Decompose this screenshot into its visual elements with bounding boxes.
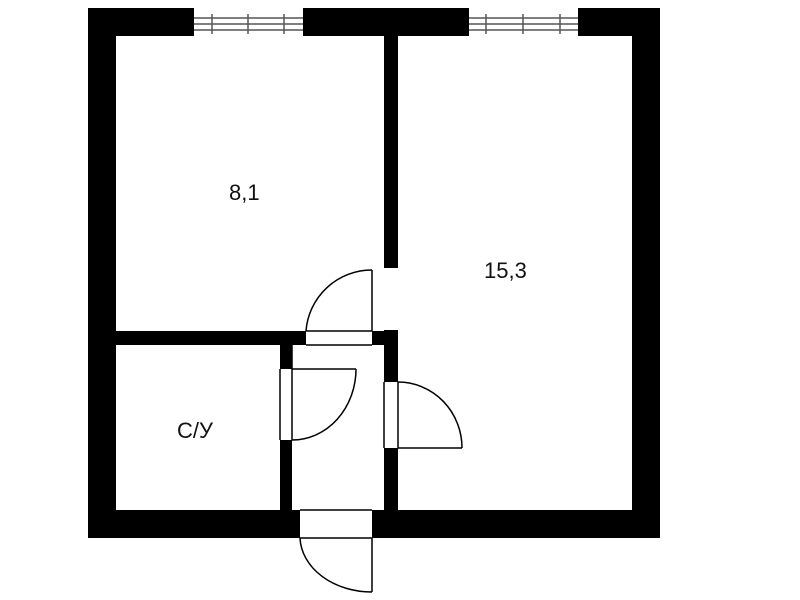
wall-horizontal-right — [372, 331, 386, 345]
wall-center-bottom — [384, 448, 398, 510]
room-label-left: 8,1 — [229, 180, 260, 205]
windows — [194, 14, 578, 34]
outer-walls — [88, 8, 660, 538]
wall-left — [88, 8, 116, 538]
interior-walls — [116, 36, 398, 510]
wall-center-lower — [384, 330, 398, 382]
wall-right — [632, 8, 660, 538]
room-label-bathroom: С/У — [177, 418, 213, 443]
wall-bathroom-upper — [280, 345, 292, 369]
room-label-right: 15,3 — [484, 258, 527, 283]
wall-horizontal-left — [116, 331, 306, 345]
wall-bottom-left — [88, 510, 300, 538]
window-right — [469, 14, 578, 34]
door-left-room — [305, 269, 373, 346]
doors — [279, 269, 463, 593]
wall-bathroom-lower — [280, 440, 292, 510]
door-right-room — [383, 381, 463, 449]
door-bathroom — [279, 368, 357, 441]
window-left — [194, 14, 303, 34]
wall-center-upper — [384, 36, 398, 268]
door-entrance — [299, 509, 373, 593]
wall-bottom-right — [372, 510, 660, 538]
wall-top-middle — [303, 8, 469, 36]
